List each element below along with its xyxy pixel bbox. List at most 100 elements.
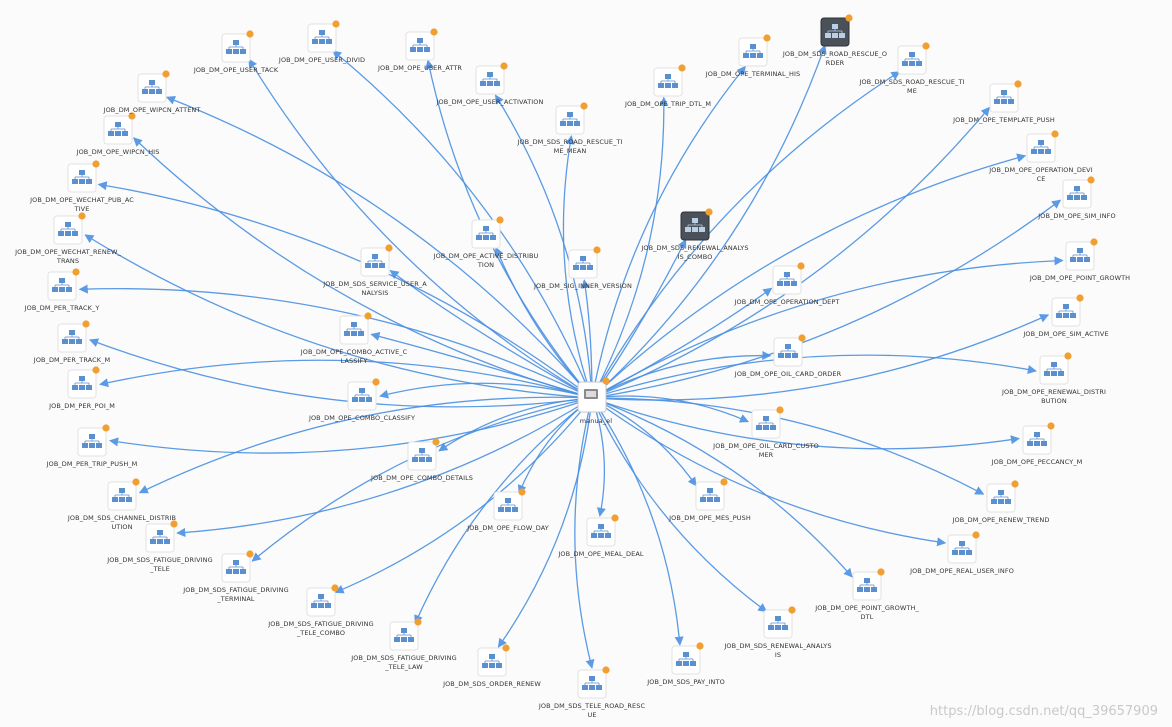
job-node[interactable]: JOB_DM_OPE_SIM_INFO [1037, 176, 1116, 220]
job-node[interactable]: JOB_DM_SDS_FATIGUE_DRIVING_TELE [106, 520, 213, 573]
job-node[interactable]: JOB_DM_OPE_OPERATION_DEPT [734, 262, 840, 306]
job-node[interactable]: JOB_DM_SDS_ROAD_RESCUE_ORDER [782, 14, 887, 67]
job-node[interactable]: JOB_DM_OPE_USER_TACK [193, 30, 279, 74]
job-node-tile[interactable] [360, 247, 390, 277]
job-node-tile[interactable] [53, 215, 83, 245]
job-node-tile[interactable] [471, 219, 501, 249]
job-node-tile[interactable] [405, 31, 435, 61]
job-node[interactable]: JOB_DM_OPE_WECHAT_PUB_ACTIVE [29, 160, 134, 213]
job-node-tile[interactable] [67, 163, 97, 193]
job-node-tile[interactable] [577, 669, 607, 699]
job-node-tile[interactable] [763, 609, 793, 639]
job-node[interactable]: JOB_DM_OPE_TRIP_DTL_M [624, 64, 711, 108]
job-node[interactable]: JOB_DM_PER_TRACK_Y [24, 268, 100, 312]
job-node[interactable]: JOB_DM_PER_TRACK_M [33, 320, 110, 364]
job-node[interactable]: JOB_DM_SDS_TELE_ROAD_RESCUE [538, 666, 646, 719]
center-node[interactable]: manua_el [577, 377, 612, 425]
job-node-tile[interactable] [67, 369, 97, 399]
job-node[interactable]: JOB_DM_OPE_MES_PUSH [668, 478, 751, 522]
job-node[interactable]: JOB_DM_OPE_WECHAT_RENEW_TRANS [14, 212, 121, 265]
job-node[interactable]: JOB_DM_OPE_REAL_USER_INFO [909, 531, 1014, 575]
job-node-tile[interactable] [1022, 425, 1052, 455]
job-node-tile[interactable] [407, 441, 437, 471]
job-node-tile[interactable] [1062, 179, 1092, 209]
job-node-tile[interactable] [820, 17, 850, 47]
job-node-tile[interactable] [680, 211, 710, 241]
job-node-tile[interactable] [57, 323, 87, 353]
job-node-tile[interactable] [897, 45, 927, 75]
job-node-tile[interactable] [852, 571, 882, 601]
job-node-tile[interactable] [947, 534, 977, 564]
job-node-tile[interactable] [221, 553, 251, 583]
job-node-tile[interactable] [77, 427, 107, 457]
job-node-tile[interactable] [107, 481, 137, 511]
job-node-tile[interactable] [653, 67, 683, 97]
job-node[interactable]: JOB_DM_SDS_FATIGUE_DRIVING_TELE_COMBO [267, 584, 374, 637]
job-node-tile[interactable] [1039, 355, 1069, 385]
job-node[interactable]: JOB_DM_OPE_POINT_GROWTH_DTL [814, 568, 919, 621]
job-node[interactable]: JOB_DM_OPE_RENEW_TREND [952, 480, 1050, 524]
job-node-tile[interactable] [671, 645, 701, 675]
job-node[interactable]: JOB_DM_SDS_FATIGUE_DRIVING_TELE_LAW [350, 618, 457, 671]
job-node-tile[interactable] [1026, 133, 1056, 163]
job-node-tile[interactable] [1051, 297, 1081, 327]
job-node-tile[interactable] [1065, 241, 1095, 271]
job-node-tile[interactable] [307, 23, 337, 53]
job-node-tile[interactable] [389, 621, 419, 651]
job-node[interactable]: JOB_DM_SDS_ORDER_RENEW [442, 644, 541, 688]
job-node[interactable]: JOB_DM_PER_TRIP_PUSH_M [46, 424, 138, 468]
job-node[interactable]: JOB_DM_OPE_USER_DIVID [278, 20, 365, 64]
job-node-tile[interactable] [347, 381, 377, 411]
job-node-tile[interactable] [751, 409, 781, 439]
job-node-tile[interactable] [989, 83, 1019, 113]
job-node[interactable]: JOB_DM_OPE_USER_ATTR [377, 28, 462, 72]
job-node-tile[interactable] [47, 271, 77, 301]
job-node[interactable]: JOB_DM_OPE_PECCANCY_M [991, 422, 1083, 466]
job-node-tile[interactable] [339, 315, 369, 345]
job-node[interactable]: JOB_DM_SDS_PAY_INTO [646, 642, 725, 686]
job-node[interactable]: JOB_DM_SIG_INNER_VERSION [533, 246, 632, 290]
job-node[interactable]: JOB_DM_OPE_FLOW_DAY [466, 488, 549, 532]
job-node[interactable]: JOB_DM_OPE_USER_ACTIVATION [436, 62, 544, 106]
job-node[interactable]: JOB_DM_OPE_TERMINAL_HIS [705, 34, 801, 78]
job-node-tile[interactable] [773, 337, 803, 367]
job-node[interactable]: JOB_DM_PER_POI_M [48, 366, 115, 410]
job-node-tile[interactable] [493, 491, 523, 521]
job-node[interactable]: JOB_DM_OPE_COMBO_CLASSIFY [308, 378, 415, 422]
job-node-tile[interactable] [568, 249, 598, 279]
job-node-tile[interactable] [586, 517, 616, 547]
job-node[interactable]: JOB_DM_OPE_WIPCN_HIS [76, 112, 160, 156]
job-node-tile[interactable] [221, 33, 251, 63]
job-node[interactable]: JOB_DM_OPE_TEMPLATE_PUSH [952, 80, 1055, 124]
job-node-tile[interactable] [475, 65, 505, 95]
job-node[interactable]: JOB_DM_OPE_MEAL_DEAL [557, 514, 644, 558]
job-node[interactable]: JOB_DM_OPE_COMBO_DETAILS [370, 438, 473, 482]
job-node-tile[interactable] [145, 523, 175, 553]
job-node-tile[interactable] [137, 73, 167, 103]
job-node-tile[interactable] [738, 37, 768, 67]
job-node-tile[interactable] [477, 647, 507, 677]
job-node-tile[interactable] [555, 105, 585, 135]
job-node[interactable]: JOB_DM_SDS_FATIGUE_DRIVING_TERMINAL [182, 550, 289, 603]
job-node[interactable]: JOB_DM_OPE_WIPCN_ATTENT [103, 70, 201, 114]
job-node-tile[interactable] [695, 481, 725, 511]
job-node[interactable]: JOB_DM_OPE_SIM_ACTIVE [1022, 294, 1109, 338]
job-node-tile[interactable] [306, 587, 336, 617]
job-node[interactable]: JOB_DM_OPE_COMBO_ACTIVE_CLASSIFY [300, 312, 408, 365]
job-node[interactable]: JOB_DM_OPE_OIL_CARD_ORDER [734, 334, 842, 378]
job-node[interactable]: JOB_DM_OPE_POINT_GROWTH [1029, 238, 1130, 282]
job-node-tile[interactable] [772, 265, 802, 295]
job-node-tile[interactable] [103, 115, 133, 145]
job-node-tile[interactable] [986, 483, 1016, 513]
